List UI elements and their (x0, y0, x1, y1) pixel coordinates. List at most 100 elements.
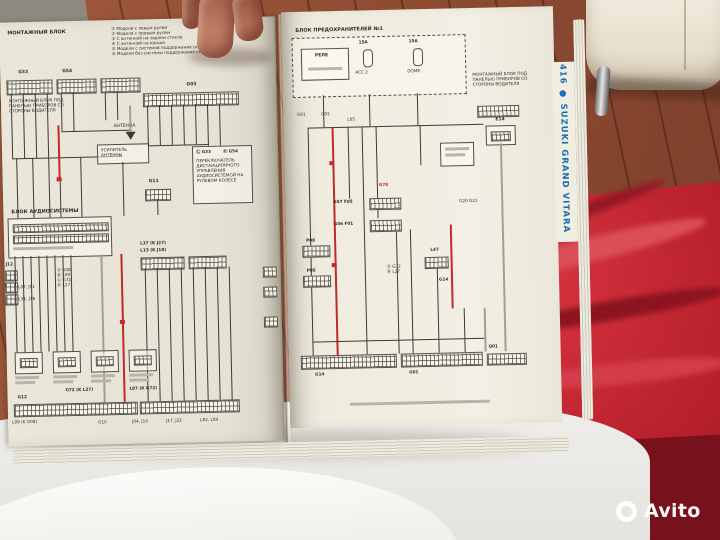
connector-block (400, 351, 483, 368)
speaker-box (52, 350, 82, 374)
connector-ref: L13 (K J18) (140, 246, 167, 253)
relay-label: РЕЛЕ (314, 53, 329, 59)
connector-ref: L83, L04 (200, 416, 219, 423)
wire-node (331, 263, 337, 268)
wire (70, 255, 74, 352)
wire (347, 126, 351, 199)
connector-ref: J12 (5, 261, 14, 267)
connector-block (140, 256, 185, 271)
connector-block (56, 78, 97, 95)
wire (416, 93, 419, 126)
avito-watermark: Avito (616, 500, 701, 522)
connector-ref: L09 (K G08) (12, 418, 38, 425)
text-line-placeholder (15, 380, 36, 385)
antenna-amplifier-label: УСИЛИТЕЛЬ АНТЕННЫ (100, 146, 128, 158)
wire (168, 267, 173, 401)
connector-block (369, 197, 402, 211)
connector-block (477, 104, 520, 118)
connector-block (19, 357, 38, 369)
control-unit-box (439, 141, 475, 167)
antenna-label: АНТЕННА (113, 123, 136, 130)
connector-block (142, 91, 240, 108)
text-line-placeholder (129, 373, 154, 377)
switch-ref: Ⓒ G33 (196, 148, 212, 155)
fuse-name: ACC 2 (355, 69, 368, 75)
connector-block (13, 401, 139, 418)
connector-ref: G01 (409, 369, 419, 375)
connector-ref: G14 (438, 276, 449, 282)
wire (116, 91, 119, 121)
connector-block (424, 256, 449, 270)
audio-unit-box (7, 216, 113, 259)
text-line-placeholder (15, 375, 40, 380)
speaker-box (14, 351, 44, 375)
mount-block-title: МОНТАЖНЫЙ БЛОК (7, 29, 66, 37)
wire (368, 94, 371, 127)
right-page-wiring-diagram: БЛОК ПРЕДОХРАНИТЕЛЕЙ №1 РЕЛЕ 15A ACC 2 1… (280, 6, 563, 429)
connector-ref: G72 (K L27) (65, 386, 94, 393)
connector-ref: Q01 (488, 343, 498, 349)
fuse-amp: 15A (358, 39, 368, 45)
wire (182, 104, 185, 145)
connector-ref: L87 (K G72) (129, 385, 158, 391)
connector-ref: G12 (17, 394, 27, 400)
antenna-icon (125, 131, 136, 140)
wire-red (120, 253, 126, 402)
wire (218, 103, 221, 146)
wire (419, 125, 422, 166)
fuse-amp: 15A (408, 38, 418, 44)
finger (182, 0, 202, 29)
connector-ref: G14 (315, 371, 325, 377)
fuse-icon (412, 48, 424, 67)
wire (228, 266, 233, 400)
connector-block (4, 282, 19, 294)
connector-ref: G03 (186, 82, 197, 88)
connector-ref: P05 (306, 267, 316, 273)
wire-red (57, 125, 61, 180)
wire (192, 267, 197, 401)
wire (30, 255, 34, 352)
connector-ref: G01 (297, 111, 306, 117)
avito-logo-icon (616, 500, 637, 522)
wire (146, 105, 149, 146)
connector-block (262, 266, 277, 278)
wire (463, 308, 466, 353)
wire (180, 267, 185, 401)
text-line-placeholder (53, 374, 78, 379)
wire (157, 199, 159, 216)
fuse-icon (362, 49, 374, 68)
wire-gray (483, 307, 487, 352)
connector-ref: L05 (347, 116, 356, 122)
left-page-wiring-diagram: МОНТАЖНЫЙ БЛОК ① Модели с левым рулем ② … (0, 16, 285, 447)
fuse-name: DOME (407, 68, 421, 74)
wire (46, 255, 50, 352)
wire (307, 123, 484, 129)
connector-ref: Ⓑ L27 (386, 268, 401, 274)
text-line-placeholder (308, 66, 343, 71)
connector-ref: L47 (430, 246, 439, 252)
connector-block (5, 294, 19, 306)
connector-block (100, 77, 141, 94)
wire (216, 266, 221, 400)
wire-red (449, 224, 454, 309)
connector-ref: G54 (62, 69, 73, 75)
sofa-seam (684, 0, 686, 70)
connector-ref: G02 (321, 111, 330, 117)
wire-node (119, 319, 125, 324)
connector-block (302, 245, 331, 258)
connector-block (139, 399, 240, 415)
connector-block (4, 270, 18, 282)
wire (61, 129, 130, 133)
switch-ref: Ⓓ G54 (222, 148, 239, 154)
mount-block-label: МОНТАЖНЫЙ БЛОК ПОД ПАНЕЛЬЮ ПРИБОРОВ СО С… (472, 70, 528, 87)
wire (38, 255, 42, 352)
relay-box: РЕЛЕ (300, 47, 350, 81)
page-edge-marker-text: 416 ● SUZUKI GRAND VITARA (552, 62, 576, 244)
hand-holding-page (182, 0, 286, 78)
connector-block (57, 357, 76, 368)
text-line-placeholder (53, 380, 74, 384)
watermark-label: Avito (644, 500, 701, 522)
connector-block (490, 131, 511, 142)
connector-ref: L31, J16 (18, 295, 36, 302)
connector-ref: G20 G21 (459, 197, 478, 204)
